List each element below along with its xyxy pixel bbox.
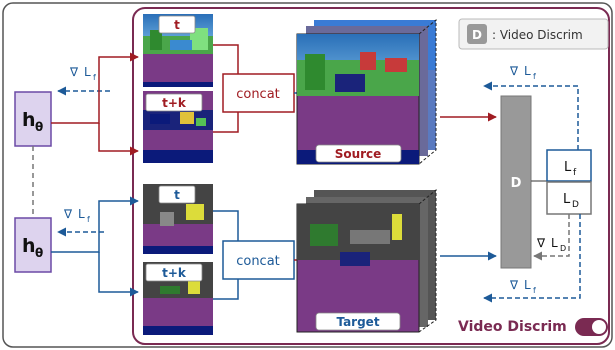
svg-text:∇: ∇ [63, 207, 73, 221]
svg-text:L: L [524, 64, 531, 78]
stack-source: Source [296, 18, 437, 165]
frame-source-t: t [143, 14, 213, 87]
stack-target-label: Target [336, 315, 379, 329]
svg-text:f: f [87, 215, 90, 224]
legend-text: : Video Discrim [492, 28, 583, 42]
link-src-tk-concat [213, 112, 239, 133]
frame-source-tk-label: t+k [162, 96, 187, 110]
svg-text:L: L [551, 236, 558, 250]
grad-path-lf-bottom [483, 214, 581, 303]
loss-lf: L f [546, 149, 592, 182]
svg-text:f: f [533, 286, 536, 295]
encoder-bottom-label: h [22, 235, 36, 257]
link-tgt-t-concat [213, 210, 239, 241]
frame-source-t-label: t [174, 18, 180, 32]
svg-text:L: L [563, 192, 571, 207]
svg-text:∇: ∇ [69, 65, 79, 79]
arrow-enc-frame-t-tgt [51, 196, 139, 253]
svg-text:L: L [84, 65, 91, 79]
frame-target-tk: t+k [143, 262, 213, 335]
grad-path-lf-top [483, 81, 579, 150]
svg-text:D: D [572, 200, 579, 210]
encoder-top-label: h [22, 109, 36, 131]
concat-target-label: concat [236, 254, 280, 269]
stack-source-label: Source [335, 147, 382, 161]
encoder-bottom: h θ [14, 217, 52, 273]
encoder-bottom-subscript: θ [35, 246, 43, 260]
svg-text:f: f [93, 73, 96, 82]
frame-target-t: t [143, 184, 213, 254]
svg-text:L: L [524, 278, 531, 292]
stack-target: Target [296, 188, 437, 333]
concat-source-label: concat [236, 87, 280, 102]
svg-text:∇: ∇ [509, 64, 519, 78]
arrow-enc-frame-t-src [51, 52, 139, 124]
legend: D : Video Discrim [458, 18, 609, 50]
legend-badge-text: D [472, 28, 482, 42]
grad-label-lf-bottom: ∇ L f [509, 278, 536, 295]
encoder-top: h θ [14, 91, 52, 147]
grad-label-ld: ∇ L D [536, 236, 566, 253]
toggle-label: Video Discrim [458, 319, 567, 335]
arrow-enc-frame-tk-tgt [98, 252, 139, 297]
frame-source-tk: t+k [143, 91, 213, 163]
concat-target: concat [222, 240, 295, 280]
grad-label-bottom: ∇ L f [63, 207, 90, 224]
frame-target-tk-label: t+k [162, 266, 187, 280]
encoder-top-subscript: θ [35, 120, 43, 134]
svg-text:f: f [533, 72, 536, 81]
link-tgt-tk-concat [213, 279, 239, 300]
arrow-enc-frame-tk-src [98, 123, 139, 156]
discriminator: D [500, 95, 532, 269]
video-discrim-toggle[interactable] [575, 318, 608, 336]
svg-text:L: L [564, 160, 572, 175]
frame-target-t-label: t [174, 188, 180, 202]
svg-text:D: D [560, 244, 566, 253]
legend-badge [467, 24, 487, 44]
svg-text:∇: ∇ [536, 236, 546, 250]
grad-label-top: ∇ L f [69, 65, 96, 82]
concat-source: concat [222, 73, 295, 113]
link-src-t-concat [213, 44, 239, 74]
svg-text:f: f [573, 168, 577, 178]
discriminator-label: D [511, 176, 522, 191]
grad-label-lf-top: ∇ L f [509, 64, 536, 81]
svg-text:L: L [78, 207, 85, 221]
loss-ld: L D [546, 181, 592, 215]
svg-text:∇: ∇ [509, 278, 519, 292]
grad-path-ld [533, 214, 570, 261]
